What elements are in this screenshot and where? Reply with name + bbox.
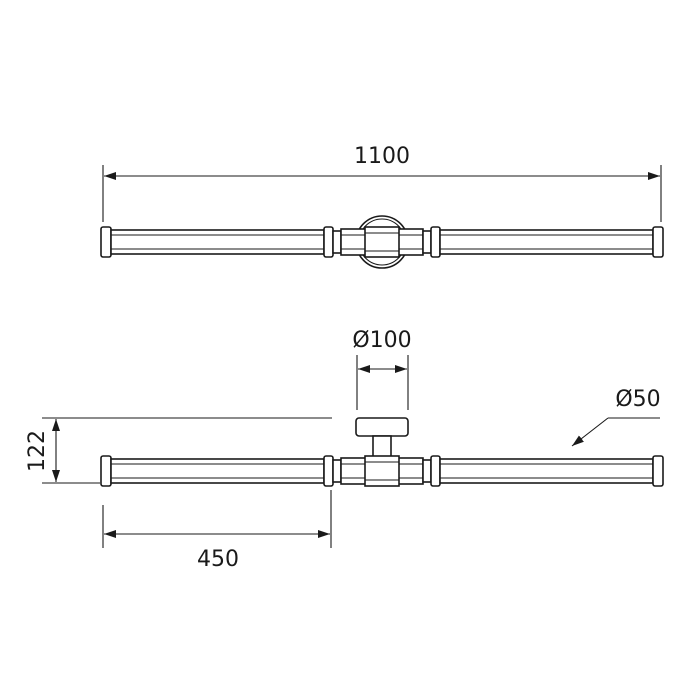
center-diameter-label: Ø100 [352, 328, 411, 353]
top-center-boss [340, 215, 424, 269]
front-wall-mount [355, 417, 409, 459]
top-left-rod [100, 226, 342, 258]
rod-length-label: 450 [197, 547, 239, 572]
top-view: 1100 [100, 144, 664, 269]
projection-label: 122 [25, 430, 50, 472]
front-view: Ø100 122 Ø50 [25, 328, 664, 572]
overall-length-label: 1100 [354, 144, 410, 169]
top-right-rod [422, 226, 664, 258]
rod-diameter-label: Ø50 [615, 387, 660, 412]
front-center-tee [340, 455, 424, 487]
front-right-rod [422, 455, 664, 487]
front-left-rod [100, 455, 342, 487]
